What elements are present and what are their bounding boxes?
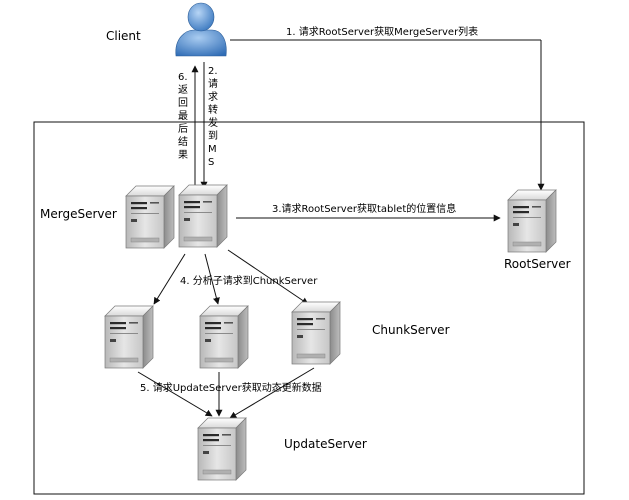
step-1-label: 1. 请求RootServer获取MergeServer列表 [286, 25, 478, 38]
client-user-head-icon [187, 2, 215, 32]
step-6-label: 6. 返 回 最 后 结 果 [178, 72, 191, 161]
cluster-boundary [33, 121, 585, 495]
edge-chunk3-update [229, 367, 315, 419]
client-node [175, 2, 227, 57]
step-3-label: 3.请求RootServer获取tablet的位置信息 [272, 202, 456, 215]
edge-chunk1-update [137, 371, 213, 417]
chunk-server-label: ChunkServer [372, 323, 450, 337]
chunk-server-icon-1 [104, 305, 154, 369]
chunk-server-icon-2 [199, 305, 249, 369]
update-server-icon [197, 417, 247, 481]
edge-merge-chunk-2 [204, 253, 220, 305]
root-server-label: RootServer [504, 257, 571, 271]
client-label: Client [106, 29, 141, 43]
merge-server-icon-front [178, 184, 228, 248]
client-user-body-icon [175, 29, 227, 57]
edge-merge-chunk-3 [227, 249, 309, 305]
step-2-label: 2. 请 求 转 发 到 M S [208, 66, 221, 168]
step-5-label: 5. 请求UpdateServer获取动态更新数据 [140, 381, 322, 394]
chunk-server-icon-3 [291, 301, 341, 365]
edge-merge-chunk-1 [153, 253, 186, 305]
update-server-label: UpdateServer [284, 437, 367, 451]
merge-server-icon-back [125, 185, 175, 249]
step-4-label: 4. 分析子请求到ChunkServer [180, 274, 318, 287]
merge-server-label: MergeServer [40, 207, 117, 221]
root-server-icon [507, 189, 557, 253]
